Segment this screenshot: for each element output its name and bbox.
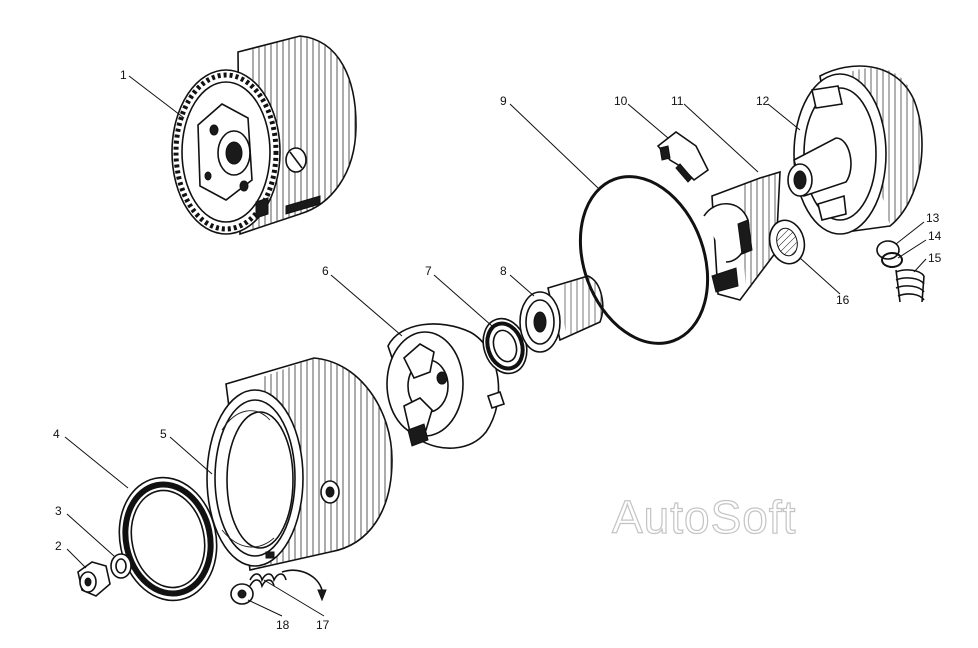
part-7-bearing bbox=[482, 317, 528, 375]
callout-12: 12 bbox=[756, 94, 770, 108]
part-1-assembled-housing bbox=[171, 35, 357, 236]
watermark: AutoSoft bbox=[612, 491, 796, 543]
callout-10: 10 bbox=[614, 94, 628, 108]
callout-18: 18 bbox=[276, 618, 290, 632]
callout-14: 14 bbox=[928, 229, 942, 243]
part-5-drum-housing bbox=[206, 357, 393, 571]
part-12-pulley-hub bbox=[787, 65, 923, 235]
part-8-sleeve bbox=[519, 275, 604, 353]
part-3-washer bbox=[110, 553, 132, 579]
assembly-arrow bbox=[281, 569, 323, 591]
part-11-cam-block bbox=[703, 170, 781, 301]
part-15-spring bbox=[895, 269, 925, 303]
callout-5: 5 bbox=[160, 427, 167, 441]
part-13-ring bbox=[876, 240, 900, 260]
callout-8: 8 bbox=[500, 264, 507, 278]
callout-13: 13 bbox=[926, 211, 940, 225]
part-2-nut bbox=[77, 561, 111, 597]
callout-17: 17 bbox=[316, 618, 330, 632]
leader-lines bbox=[64, 75, 927, 617]
part-17-spring bbox=[249, 573, 287, 589]
callout-1: 1 bbox=[120, 68, 127, 82]
callout-2: 2 bbox=[55, 539, 62, 553]
callout-15: 15 bbox=[928, 251, 942, 265]
callout-9: 9 bbox=[500, 94, 507, 108]
callout-7: 7 bbox=[425, 264, 432, 278]
callout-6: 6 bbox=[322, 264, 329, 278]
assembly-arrow-head bbox=[317, 589, 327, 602]
callout-labels: 1 2 3 4 5 6 7 8 9 10 11 12 13 14 15 16 1… bbox=[53, 68, 942, 632]
part-6-flange bbox=[386, 323, 506, 449]
callout-11: 11 bbox=[671, 94, 684, 108]
callout-16: 16 bbox=[836, 293, 850, 307]
callout-3: 3 bbox=[55, 504, 62, 518]
part-9-o-ring bbox=[578, 175, 710, 345]
callout-4: 4 bbox=[53, 427, 60, 441]
part-10-shoe bbox=[656, 131, 710, 183]
part-16-washer bbox=[768, 219, 806, 265]
part-18-plug bbox=[230, 583, 254, 605]
part-14-ring bbox=[881, 252, 903, 268]
part-4-seal-ring bbox=[118, 476, 218, 602]
